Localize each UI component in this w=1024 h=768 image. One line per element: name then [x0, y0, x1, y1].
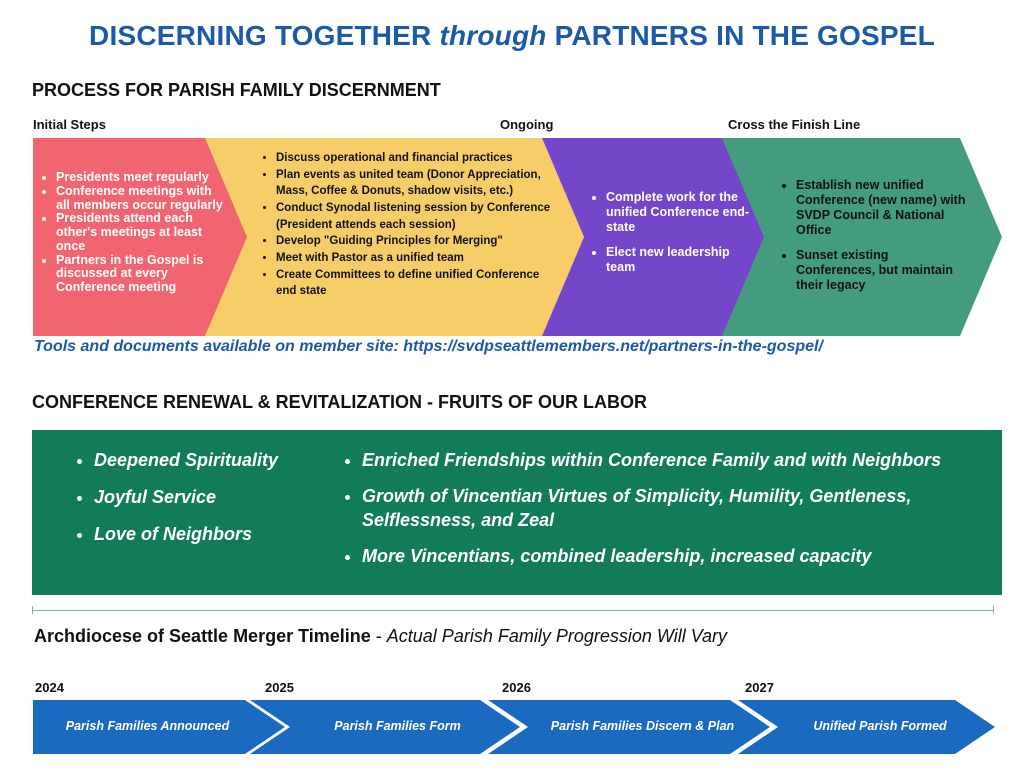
- fruit-item: More Vincentians, combined leadership, i…: [362, 544, 992, 568]
- fruits-heading: CONFERENCE RENEWAL & REVITALIZATION - FR…: [32, 392, 647, 412]
- tools-link[interactable]: Tools and documents available on member …: [34, 338, 823, 355]
- stage-2-item: Plan events as united team (Donor Apprec…: [276, 167, 552, 200]
- stage-1-item: Presidents meet regularly: [56, 170, 227, 185]
- stage-3-list: Complete work for the unified Conference…: [592, 190, 757, 285]
- fruit-item: Deepened Spirituality: [94, 448, 334, 472]
- timeline-title-sep: -: [370, 626, 387, 646]
- year-label: 2024: [35, 680, 64, 695]
- timeline-step-label: Unified Parish Formed: [813, 719, 947, 733]
- year-label: 2025: [265, 680, 294, 695]
- stage-label-finish: Cross the Finish Line: [728, 117, 861, 132]
- stage-label-ongoing: Ongoing: [500, 117, 554, 132]
- title-part-1: DISCERNING TOGETHER: [89, 20, 440, 51]
- year-label: 2027: [745, 680, 774, 695]
- fruits-box: Deepened Spirituality Joyful Service Lov…: [32, 430, 1002, 595]
- stage-1-list: Presidents meet regularly Conference mee…: [42, 170, 227, 295]
- page-title: DISCERNING TOGETHER through PARTNERS IN …: [0, 20, 1024, 52]
- timeline-arrow-2: [250, 700, 520, 754]
- stage-2-item: Create Committees to define unified Conf…: [276, 267, 552, 300]
- stage-3-item: Elect new leadership team: [606, 245, 757, 275]
- divider-cap-left: [32, 606, 33, 614]
- process-heading: PROCESS FOR PARISH FAMILY DISCERNMENT: [32, 80, 441, 100]
- title-part-2: through: [439, 20, 547, 51]
- stage-label-initial: Initial Steps: [33, 117, 106, 132]
- stage-4-item: Sunset existing Conferences, but maintai…: [796, 248, 967, 293]
- stage-2-item: Develop "Guiding Principles for Merging": [276, 233, 552, 250]
- fruits-right-list: Enriched Friendships within Conference F…: [342, 448, 992, 580]
- chevron-stage-2: [205, 138, 584, 336]
- timeline-arrow-3: [488, 700, 770, 754]
- timeline-step-label: Parish Families Discern & Plan: [550, 719, 735, 733]
- timeline-arrow-1: [33, 700, 285, 754]
- timeline-title-main: Archdiocese of Seattle Merger Timeline: [34, 626, 371, 646]
- fruit-item: Growth of Vincentian Virtues of Simplici…: [362, 484, 992, 532]
- timeline-step-label: Parish Families Form: [334, 719, 461, 733]
- stage-2-item: Discuss operational and financial practi…: [276, 150, 552, 167]
- fruit-item: Enriched Friendships within Conference F…: [362, 448, 992, 472]
- stage-2-item: Conduct Synodal listening session by Con…: [276, 200, 552, 233]
- chevron-stage-4: [722, 138, 1002, 336]
- fruit-item: Love of Neighbors: [94, 522, 334, 546]
- stage-1-item: Presidents attend each other's meetings …: [56, 211, 227, 253]
- timeline-title: Archdiocese of Seattle Merger Timeline -…: [34, 626, 727, 647]
- timeline-arrow-4: [738, 700, 995, 754]
- stage-4-list: Establish new unified Conference (new na…: [782, 178, 967, 303]
- fruits-left-list: Deepened Spirituality Joyful Service Lov…: [74, 448, 334, 559]
- stage-1-item: Conference meetings with all members occ…: [56, 184, 227, 213]
- year-label: 2026: [502, 680, 531, 695]
- stage-3-item: Complete work for the unified Conference…: [606, 190, 757, 235]
- chevron-stage-3: [542, 138, 774, 336]
- stage-2-item: Meet with Pastor as a unified team: [276, 250, 552, 267]
- stage-2-list: Discuss operational and financial practi…: [262, 150, 552, 300]
- stage-4-item: Establish new unified Conference (new na…: [796, 178, 967, 238]
- stage-1-item: Partners in the Gospel is discussed at e…: [56, 253, 227, 295]
- section-divider: [32, 610, 994, 611]
- fruit-item: Joyful Service: [94, 485, 334, 509]
- title-part-3: PARTNERS IN THE GOSPEL: [546, 20, 935, 51]
- chevron-stage-1: [33, 138, 250, 336]
- divider-cap-right: [993, 606, 994, 614]
- timeline-step-label: Parish Families Announced: [65, 719, 230, 733]
- timeline-title-note: Actual Parish Family Progression Will Va…: [386, 626, 728, 646]
